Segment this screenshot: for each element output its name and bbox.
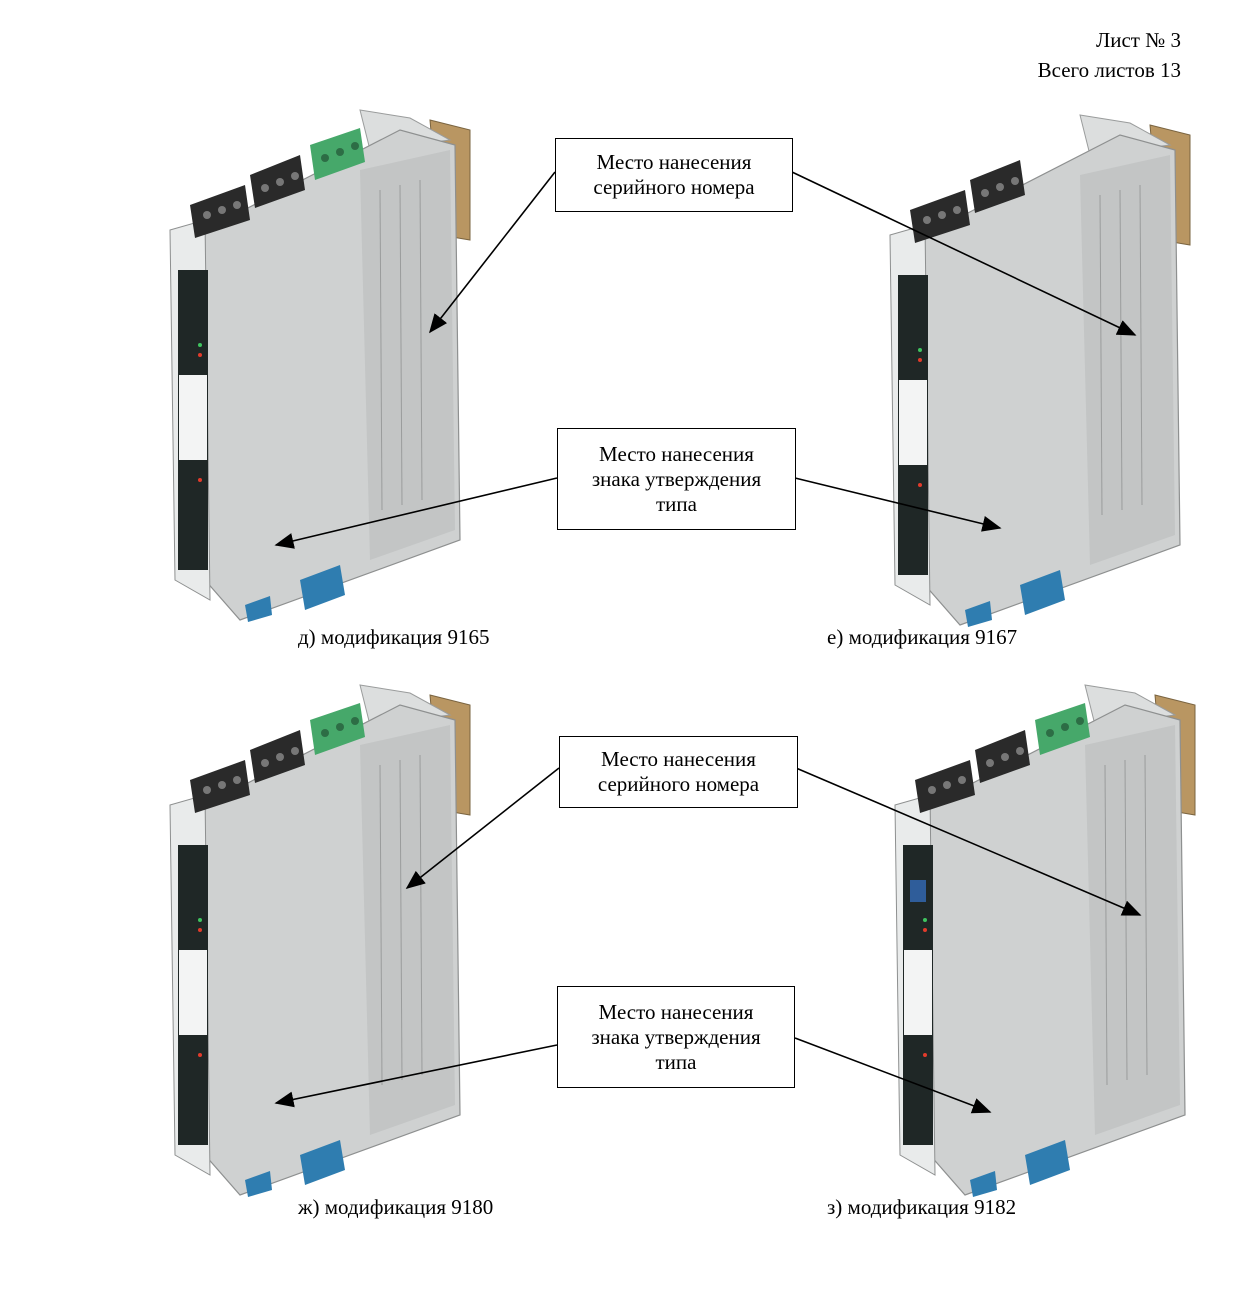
callout-serial-top: Место нанесения серийного номера <box>555 138 793 212</box>
arrow-serial-9180 <box>405 767 560 889</box>
arrow-approval-9165 <box>274 477 558 549</box>
arrow-approval-9180 <box>274 1044 558 1108</box>
callout-line: серийного номера <box>593 175 755 199</box>
sheets-total: Всего листов 13 <box>1037 58 1181 82</box>
device-9180 <box>169 684 471 1198</box>
callout-line: знака утверждения <box>591 1024 761 1049</box>
caption-9167: е) модификация 9167 <box>827 625 1018 649</box>
callout-serial-bottom: Место нанесения серийного номера <box>559 736 798 808</box>
callout-line: Место нанесения <box>598 999 754 1024</box>
device-9165 <box>169 109 471 623</box>
callout-line: знака утверждения <box>591 466 762 491</box>
device-9182 <box>894 684 1196 1198</box>
arrow-approval-9167 <box>794 477 1002 532</box>
arrow-serial-9167 <box>791 171 1137 336</box>
callout-line: Место нанесения <box>599 441 754 466</box>
arrow-serial-9182 <box>795 767 1142 916</box>
sheet-number: Лист № 3 <box>1095 28 1181 52</box>
callout-line: Место нанесения <box>601 747 756 771</box>
callout-line: типа <box>656 491 697 516</box>
caption-9180: ж) модификация 9180 <box>298 1195 494 1219</box>
caption-9182: з) модификация 9182 <box>827 1195 1017 1219</box>
callout-line: типа <box>655 1049 697 1074</box>
callout-line: серийного номера <box>597 772 760 796</box>
arrow-approval-9182 <box>794 1037 992 1114</box>
callout-approval-bottom: Место нанесения знака утверждения типа <box>557 986 795 1088</box>
callout-line: Место нанесения <box>596 150 752 174</box>
arrow-serial-9165 <box>429 171 556 334</box>
switch-icon <box>910 880 926 902</box>
caption-9165: д) модификация 9165 <box>298 625 490 649</box>
callout-approval-top: Место нанесения знака утверждения типа <box>557 428 796 530</box>
device-9167 <box>889 114 1191 628</box>
